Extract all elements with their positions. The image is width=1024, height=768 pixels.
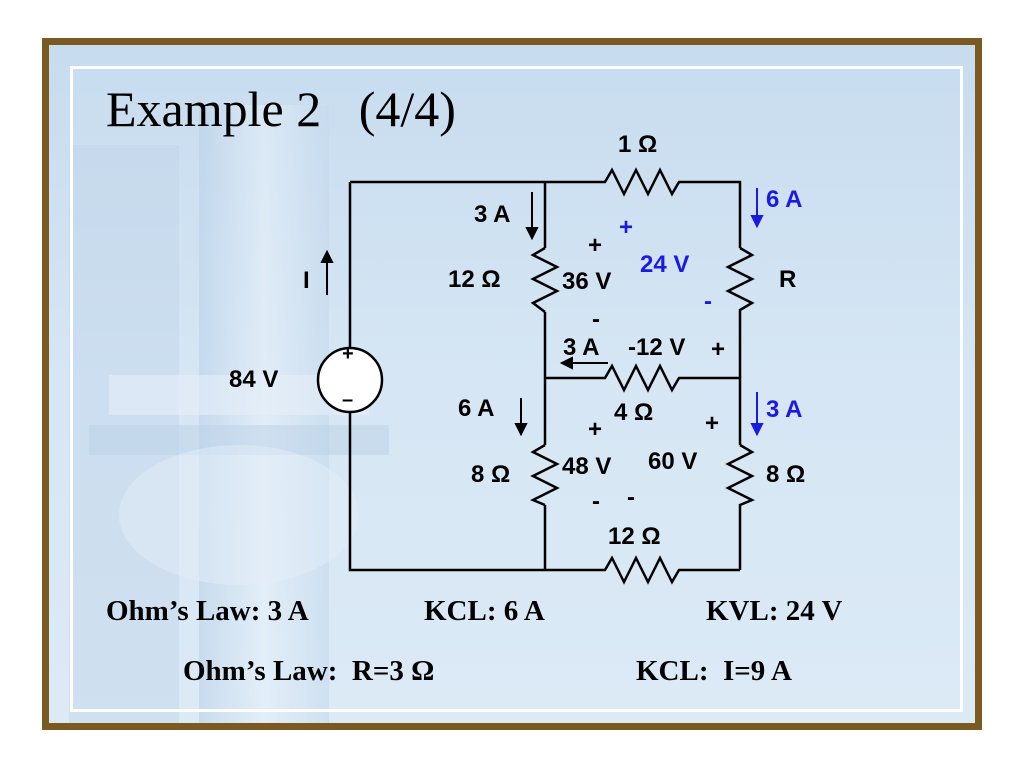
R-minus: -	[704, 288, 712, 315]
resistor-8-ohm-right	[725, 443, 756, 570]
source-minus: –	[342, 389, 354, 411]
wire-left	[348, 182, 545, 572]
resistor-12-ohm	[530, 246, 560, 313]
r8l-plus: +	[588, 416, 603, 443]
resistor-12-ohm-bottom	[545, 555, 740, 585]
voltage-source	[316, 346, 384, 414]
R-plus: +	[619, 214, 634, 241]
r4-current: 3 A	[563, 334, 600, 361]
r8r-plus: +	[705, 410, 720, 437]
law-kvl-24V: KVL: 24 V	[706, 595, 843, 627]
current-I-label: I	[303, 267, 310, 294]
R-label: R	[779, 266, 797, 293]
r8l-label: 8 Ω	[471, 461, 511, 488]
law-kcl-6A: KCL: 6 A	[424, 595, 545, 627]
r8r-minus: -	[627, 484, 635, 511]
law-ohm-R: Ohm’s Law: R=3 Ω	[183, 655, 435, 687]
r8l-current: 6 A	[458, 395, 495, 422]
r8l-minus: -	[592, 488, 600, 515]
r8r-voltage: 60 V	[648, 448, 698, 475]
r12-label: 12 Ω	[448, 266, 501, 293]
slide-title: Example 2 (4/4)	[106, 81, 456, 137]
resistor-4-ohm	[545, 363, 742, 445]
r12-current: 3 A	[474, 201, 511, 228]
r12-voltage: 36 V	[562, 268, 612, 295]
r8r-current: 3 A	[766, 396, 803, 423]
resistor-R	[725, 246, 755, 378]
source-plus: +	[342, 343, 354, 365]
r12-minus: -	[592, 306, 600, 333]
r4-plus: +	[711, 336, 726, 363]
resistor-8-ohm-left	[529, 443, 560, 507]
r4-voltage: -12 V	[628, 334, 686, 361]
r-top-label: 1 Ω	[618, 131, 658, 158]
source-voltage-label: 84 V	[229, 366, 279, 393]
r8l-voltage: 48 V	[562, 453, 612, 480]
r4-label: 4 Ω	[614, 399, 654, 426]
law-kcl-I: KCL: I=9 A	[636, 655, 792, 687]
r-bottom-label: 12 Ω	[608, 523, 661, 550]
r12-plus: +	[588, 232, 603, 259]
wire-top-right	[545, 167, 742, 248]
R-current: 6 A	[766, 186, 803, 213]
R-voltage: 24 V	[640, 251, 690, 278]
r8r-label: 8 Ω	[766, 461, 806, 488]
law-ohm-3A: Ohm’s Law: 3 A	[106, 595, 309, 627]
